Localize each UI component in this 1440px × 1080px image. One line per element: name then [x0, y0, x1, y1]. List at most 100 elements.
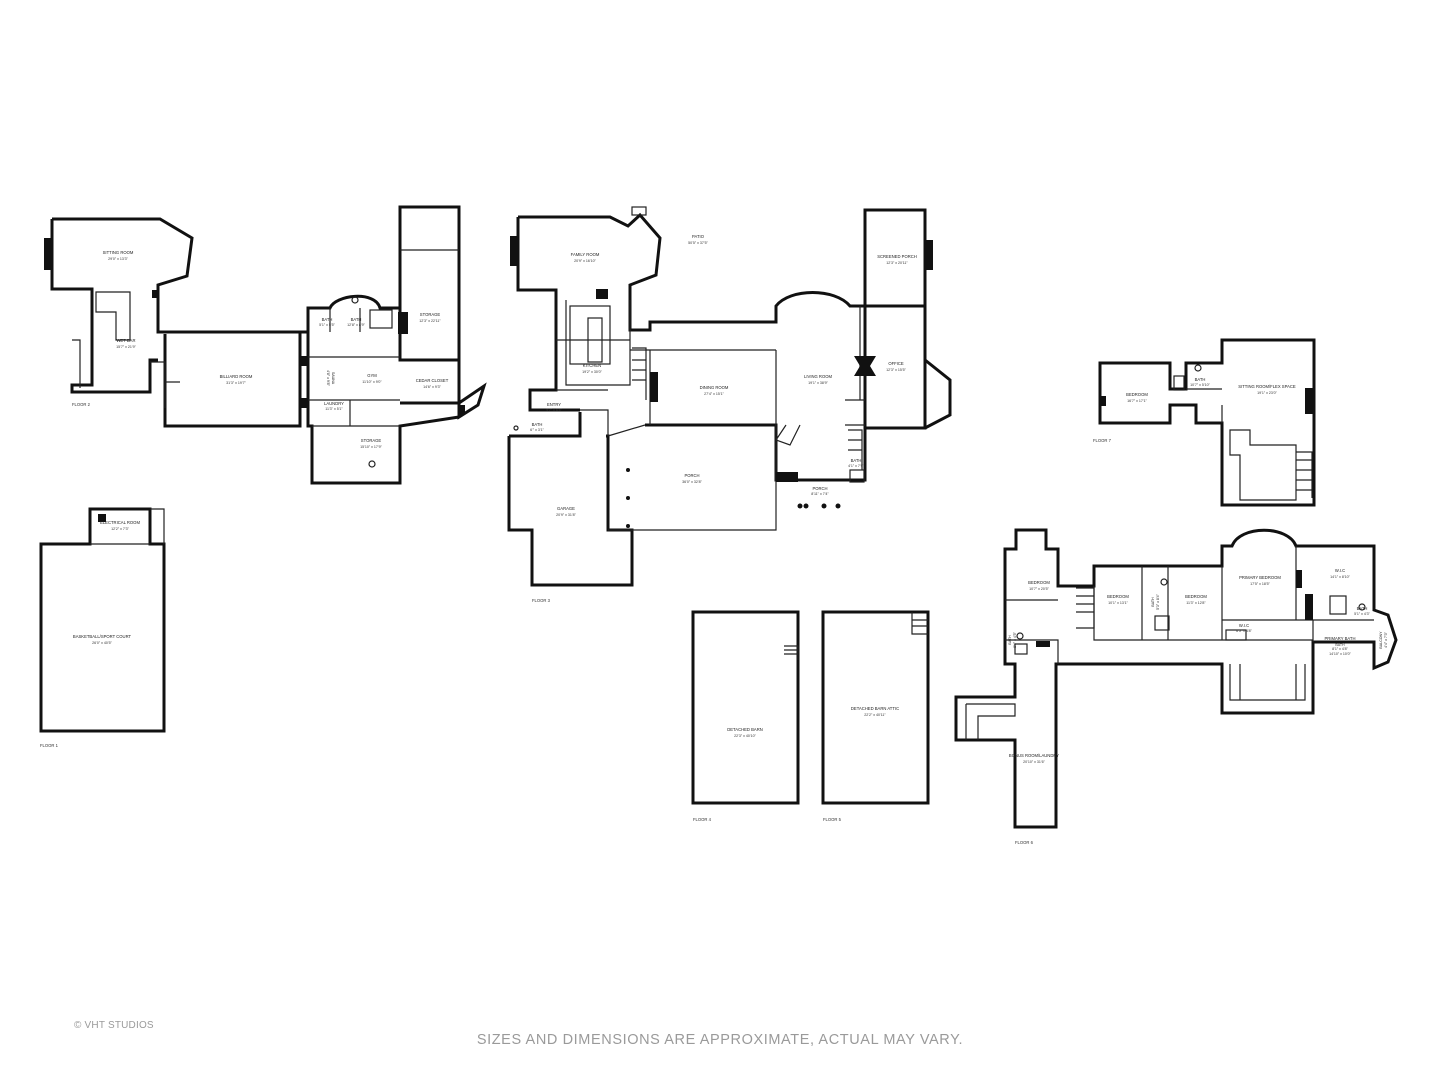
- room-dimension: 12'3" x 22'11": [419, 319, 441, 323]
- room-name: ENTRY: [547, 402, 561, 407]
- room-dimension: 6'5" x 4'8": [1236, 629, 1252, 633]
- room-name: STORAGE: [361, 438, 382, 443]
- room-name: GYM: [367, 373, 377, 378]
- room-dimension: 9'7" x 6'4": [546, 408, 562, 412]
- room-name: CEDAR CLOSET: [416, 378, 449, 383]
- room-dimension: 12'3" x 20'11": [886, 261, 908, 265]
- room-name: DETACHED BARN ATTIC: [851, 706, 899, 711]
- floor-4-plan: [691, 610, 800, 805]
- room-name: DETACHED BARN: [727, 727, 763, 732]
- room-name: LIVING ROOM: [804, 374, 832, 379]
- room-dimension: 4'1" x 7'9": [848, 464, 864, 468]
- room-name: KITCHEN: [583, 363, 601, 368]
- room-name: BEDROOM: [1028, 580, 1050, 585]
- room-dimension: 10'1" x 13'1": [1108, 601, 1128, 605]
- room-dimension: 29'0" x 13'3": [108, 257, 128, 261]
- room-dimension: 5'3" x 8'4": [1156, 593, 1160, 609]
- floor-7-plan: [1098, 338, 1316, 507]
- room-dimension: 31'3" x 19'7": [226, 381, 246, 385]
- room-dimension: 22'3" x 40'10": [734, 734, 756, 738]
- room-name: W.I.C: [1335, 568, 1345, 573]
- room-dimension: 5'1" x 5'5": [319, 323, 335, 327]
- floor-5-plan: [821, 610, 930, 805]
- room-name: ELECTRICAL ROOM: [100, 520, 140, 525]
- room-name: FAMILY ROOM: [571, 252, 600, 257]
- floor-label: FLOOR 2: [72, 402, 91, 407]
- room-dimension: 8'1" x 4'8": [1332, 647, 1348, 651]
- floor-label: FLOOR 3: [532, 598, 551, 603]
- room-dimension: 17'5" x 18'5": [1250, 582, 1270, 586]
- room-dimension: 19'1" x 38'9": [808, 381, 828, 385]
- room-name: BATH: [532, 422, 543, 427]
- room-dimension: 26'0" x 40'5": [92, 641, 112, 645]
- room-name: STORAGE: [420, 312, 441, 317]
- room-dimension: 15'7" x 21'9": [116, 345, 136, 349]
- room-dimension: 19'2" x 30'0": [582, 370, 602, 374]
- room-name: BATH: [1151, 597, 1155, 607]
- room-dimension: 19'1" x 23'0": [1257, 391, 1277, 395]
- room-name: GARAGE: [557, 506, 575, 511]
- room-dimension: 14'6" x 9'3": [423, 385, 441, 389]
- room-name: DINING ROOM: [700, 385, 729, 390]
- room-name: SITTING ROOM: [103, 250, 134, 255]
- room-name: BEDROOM: [1107, 594, 1129, 599]
- room-name: SAUNA: [331, 372, 335, 385]
- room-name: PRIMARY BEDROOM: [1239, 575, 1281, 580]
- room-dimension: 14'10" x 10'0": [1329, 652, 1351, 656]
- room-dimension: 15'10" x 17'9": [360, 445, 382, 449]
- room-dimension: BATH: [1335, 643, 1345, 647]
- room-name: BATH: [1195, 377, 1206, 382]
- copyright-notice: © VHT STUDIOS: [74, 1020, 154, 1031]
- floor-label: FLOOR 7: [1093, 438, 1112, 443]
- floor-6-plan: [954, 528, 1398, 829]
- floor-1-plan: [39, 507, 166, 733]
- room-name: W.I.C: [1239, 623, 1249, 628]
- room-dimension: 11'10" x 9'0": [362, 380, 382, 384]
- room-dimension: 50'5" x 37'5": [688, 241, 708, 245]
- room-name: BEDROOM: [1185, 594, 1207, 599]
- floor-label: FLOOR 5: [823, 817, 842, 822]
- room-name: PORCH: [684, 473, 699, 478]
- room-dimension: 5'1" x 4'3": [1354, 612, 1370, 616]
- room-name: PORCH: [812, 486, 827, 491]
- room-name: BATH: [851, 458, 862, 463]
- room-dimension: 20'9" x 31'8": [556, 513, 576, 517]
- floor-label: FLOOR 6: [1015, 840, 1034, 845]
- room-dimension: 22'2" x 40'11": [864, 713, 886, 717]
- room-name: BILLIARD ROOM: [220, 374, 253, 379]
- room-name: BATH: [322, 317, 333, 322]
- room-name: BALCONY: [1379, 631, 1383, 649]
- room-name: OFFICE: [888, 361, 904, 366]
- room-labels: FLOOR 1 FLOOR 2 FLOOR 3 FLOOR 4 FLOOR 5 …: [40, 234, 1388, 845]
- floor-label: FLOOR 4: [693, 817, 712, 822]
- room-name: WET BAR: [116, 338, 135, 343]
- room-dimension: 27'4" x 15'1": [704, 392, 724, 396]
- room-name: SITTING ROOM/FLEX SPACE: [1238, 384, 1296, 389]
- room-dimension: 8'4" x 4'5": [1013, 631, 1017, 647]
- disclaimer-text: SIZES AND DIMENSIONS ARE APPROXIMATE, AC…: [476, 1032, 964, 1048]
- room-dimension: 8'11" x 7'4": [811, 492, 829, 496]
- room-dimension: 12'8" x 8'9": [347, 323, 365, 327]
- room-name: LAUNDRY: [324, 401, 344, 406]
- room-dimension: 4'8" x 9'8": [326, 370, 330, 386]
- room-name: BEDROOM: [1126, 392, 1148, 397]
- room-name: PATIO: [692, 234, 705, 239]
- room-name: BATH: [1357, 606, 1368, 611]
- room-dimension: 4'4" x 7'3": [1384, 631, 1388, 647]
- room-dimension: 10'7" x 5'10": [1190, 383, 1210, 387]
- room-name: BONUS ROOM/LAUNDRY: [1009, 753, 1059, 758]
- room-name: PRIMARY BATH: [1325, 636, 1356, 641]
- floor-label: FLOOR 1: [40, 743, 59, 748]
- room-name: BATH: [351, 317, 362, 322]
- room-dimension: 16'7" x 17'1": [1127, 399, 1147, 403]
- room-name: BASKETBALL/SPORT COURT: [73, 634, 132, 639]
- floor-2-plan: [44, 205, 487, 485]
- room-dimension: 20'10" x 31'6": [1023, 760, 1045, 764]
- room-dimension: 12'3" x 15'5": [886, 368, 906, 372]
- room-name: SCREENED PORCH: [877, 254, 917, 259]
- room-dimension: 36'0" x 32'8": [682, 480, 702, 484]
- room-dimension: 10'7" x 20'5": [1029, 587, 1049, 591]
- room-dimension: 11'3" x 12'8": [1186, 601, 1206, 605]
- room-dimension: 11'3" x 5'1": [325, 407, 343, 411]
